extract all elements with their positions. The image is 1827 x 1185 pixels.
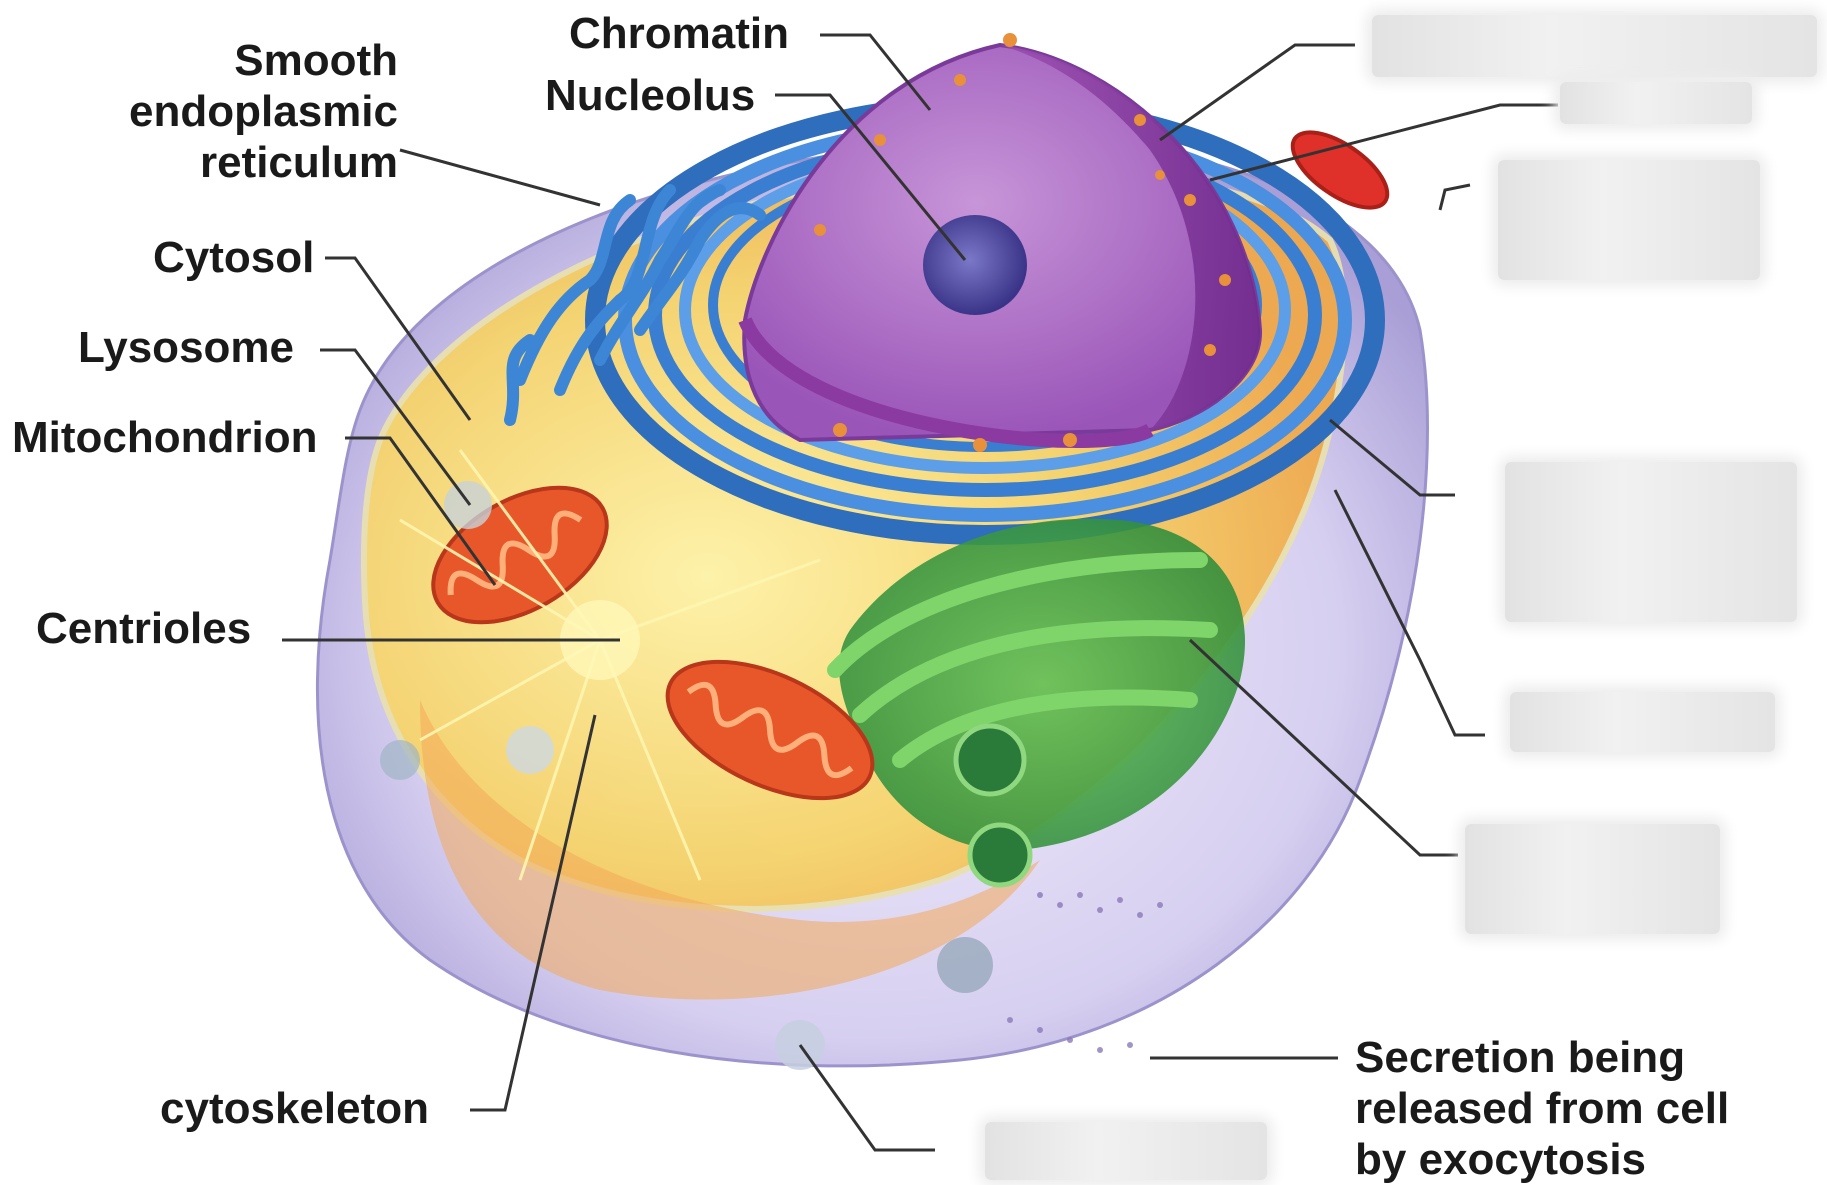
hidden-label-vesicle[interactable] — [985, 1122, 1267, 1180]
hidden-label-top-right-organelle[interactable] — [1498, 160, 1760, 280]
label-cytoskeleton: cytoskeleton — [160, 1083, 429, 1134]
label-secretion: Secretion being released from cell by ex… — [1355, 1032, 1729, 1185]
hidden-label-nuclear-envelope[interactable] — [1372, 15, 1817, 77]
hidden-label-ribosomes[interactable] — [1510, 692, 1775, 752]
label-cytosol: Cytosol — [153, 232, 314, 283]
hidden-label-golgi-apparatus[interactable] — [1465, 824, 1720, 934]
label-secretion-line3: by exocytosis — [1355, 1134, 1729, 1185]
label-smooth-er-line3: reticulum — [100, 137, 398, 188]
label-mitochondrion: Mitochondrion — [12, 412, 318, 463]
label-lysosome: Lysosome — [78, 322, 294, 373]
label-smooth-er: Smooth endoplasmic reticulum — [100, 35, 398, 188]
label-nucleolus: Nucleolus — [545, 70, 755, 121]
label-centrioles: Centrioles — [36, 603, 251, 654]
label-chromatin: Chromatin — [569, 8, 789, 59]
label-smooth-er-line1: Smooth — [100, 35, 398, 86]
label-smooth-er-line2: endoplasmic — [100, 86, 398, 137]
hidden-label-rough-er[interactable] — [1505, 462, 1797, 622]
hidden-label-nuclear-pore[interactable] — [1560, 82, 1752, 124]
label-secretion-line2: released from cell — [1355, 1083, 1729, 1134]
label-secretion-line1: Secretion being — [1355, 1032, 1729, 1083]
